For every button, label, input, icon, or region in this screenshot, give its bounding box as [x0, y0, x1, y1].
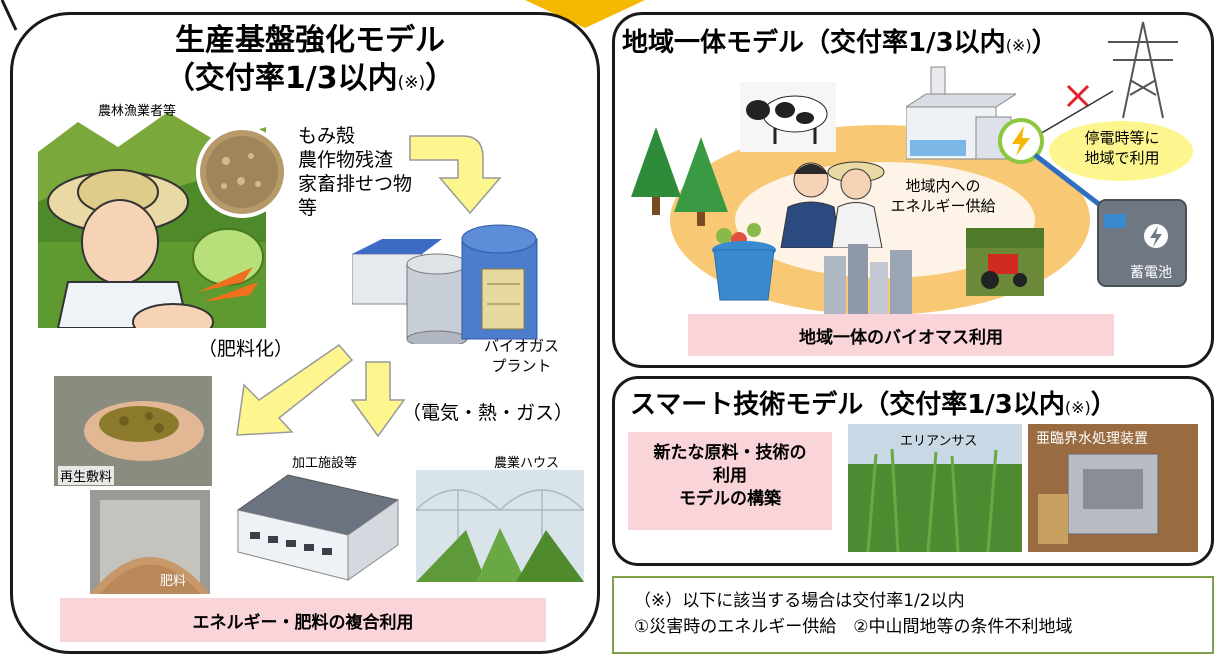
- biogas-plant-label: バイオガス プラント: [484, 337, 560, 375]
- biomass-materials-photo: [196, 126, 288, 218]
- left-title-line1: 生産基盤強化モデル: [175, 23, 445, 58]
- right-top-title: 地域一体モデル（交付率1/3以内(※)）: [622, 28, 1058, 58]
- biomass-factory-illustration: [906, 66, 1016, 160]
- greenhouse-label: 農業ハウス: [494, 456, 560, 471]
- subsidy-note-box: （※）以下に該当する場合は交付率1/2以内 ①災害時のエネルギー供給 ②中山間地…: [612, 576, 1214, 654]
- left-title-line2: （交付率1/3以内(※)）: [164, 61, 456, 96]
- subcritical-water-device-photo: [1028, 424, 1198, 552]
- curved-arrow-to-plant: [409, 135, 502, 215]
- recycled-bedding-label: 再生敷料: [58, 466, 115, 485]
- top-left-mark: [0, 0, 18, 31]
- farmer-label: 農林漁業者等: [98, 104, 177, 119]
- top-down-arrow: [525, 0, 645, 28]
- material-husks: もみ殻: [298, 125, 356, 147]
- tractor-photo: [966, 228, 1044, 296]
- diagonal-arrow-to-fertilizer: [236, 344, 354, 436]
- processing-facility-label: 加工施設等: [292, 456, 358, 471]
- processing-facility-illustration: [236, 474, 400, 581]
- material-etc: 等: [298, 197, 318, 219]
- left-banner: エネルギー・肥料の複合利用: [60, 598, 546, 642]
- biogas-plant-illustration: [352, 224, 538, 344]
- battery-label: 蓄電池: [1130, 265, 1172, 281]
- greenhouse-photo: [416, 470, 584, 582]
- left-title: 生産基盤強化モデル （交付率1/3以内(※)）: [100, 22, 520, 102]
- food-waste-bin-illustration: [712, 223, 776, 301]
- lightning-icon: [998, 118, 1044, 164]
- note-line1: （※）以下に該当する場合は交付率1/2以内: [634, 591, 965, 611]
- people-illustration: [780, 161, 885, 248]
- power-pylon-illustration: [1108, 21, 1178, 119]
- local-supply-text: 地域内への エネルギー供給: [890, 177, 996, 215]
- subcritical-label: 亜臨界水処理装置: [1036, 431, 1148, 447]
- fertilizer-process-label: （肥料化）: [198, 338, 294, 360]
- city-illustration: [824, 244, 912, 314]
- recycled-bedding-photo: [54, 376, 212, 486]
- outage-note-bubble: [1049, 121, 1193, 181]
- material-manure: 家畜排せつ物: [298, 173, 413, 195]
- material-crop-residue: 農作物残渣: [298, 149, 394, 171]
- fertilizer-label: 肥料: [160, 574, 187, 589]
- outage-note-text: 停電時等に 地域で利用: [1084, 129, 1160, 167]
- forest-illustration: [631, 127, 728, 226]
- new-tech-box: 新たな原料・技術の 利用 モデルの構築: [628, 432, 832, 530]
- right-top-banner: 地域一体のバイオマス利用: [688, 314, 1114, 356]
- erianthus-photo: [848, 424, 1022, 552]
- materials-list: もみ殻 農作物残渣 家畜排せつ物 等: [298, 124, 412, 220]
- right-mid-title: スマート技術モデル（交付率1/3以内(※)）: [630, 390, 1117, 420]
- fertilizer-photo: [90, 490, 210, 594]
- storage-battery-illustration: [1097, 199, 1187, 287]
- farmer-illustration: [38, 92, 266, 328]
- energy-outputs-label: （電気・熱・ガス）: [402, 402, 574, 424]
- down-arrow-to-facilities: [350, 361, 406, 438]
- cow-illustration: [740, 82, 836, 152]
- power-cut-x-icon: [1066, 84, 1090, 108]
- erianthus-label: エリアンサス: [900, 434, 978, 449]
- note-line2: ①災害時のエネルギー供給 ②中山間地等の条件不利地域: [634, 617, 1073, 637]
